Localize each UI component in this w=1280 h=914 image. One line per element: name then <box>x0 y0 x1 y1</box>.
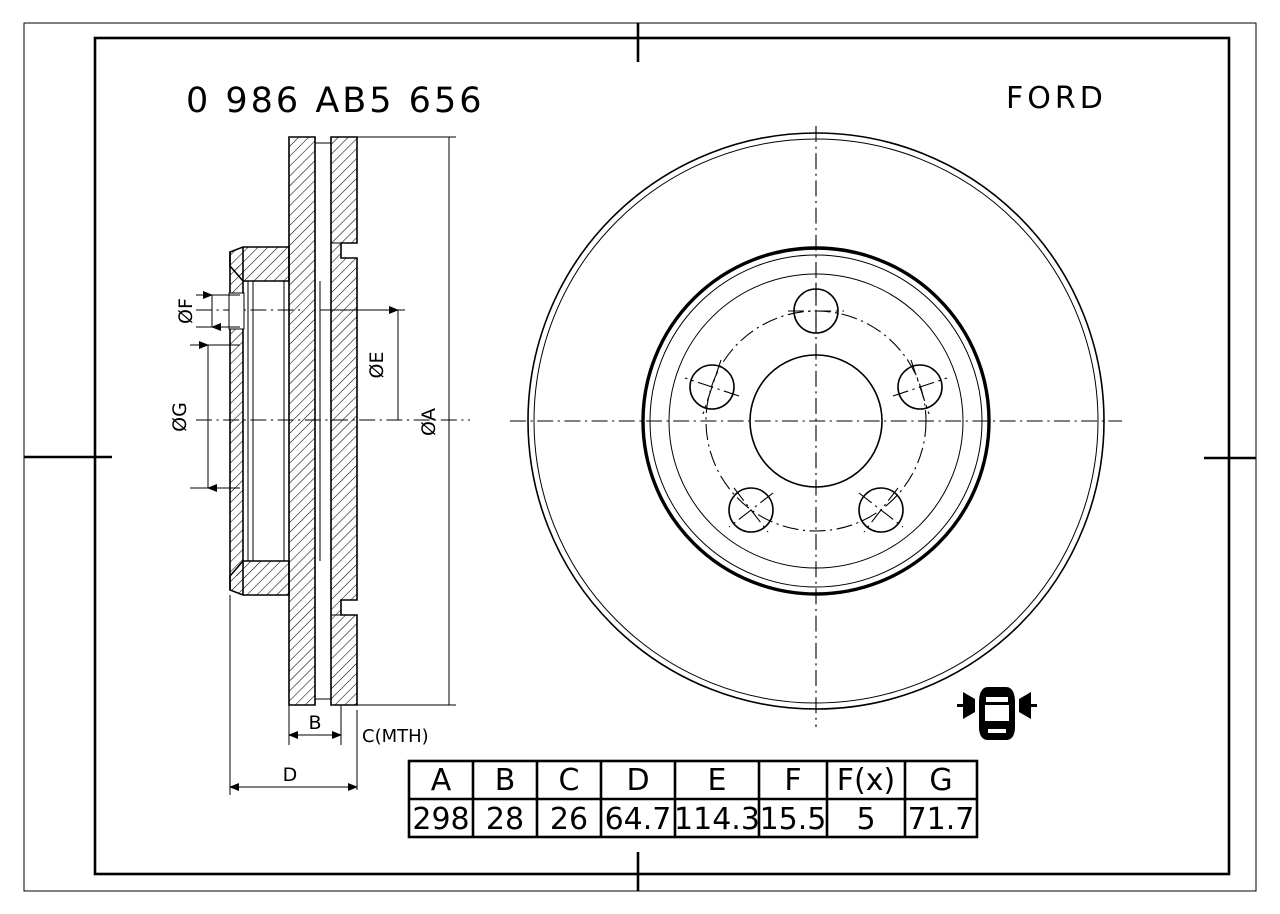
friction-ring-inner-circle <box>641 246 991 596</box>
spec-table-header-cell: E <box>708 763 727 798</box>
spec-table-header-cell: F <box>784 763 801 798</box>
dimension-diameter-e: ØE <box>320 306 405 420</box>
dimension-thickness-c: C(MTH) <box>356 710 429 790</box>
front-view <box>510 126 1122 727</box>
spec-table-value-cell: 28 <box>486 802 524 837</box>
inboard-friction-ring <box>288 136 316 706</box>
dimension-label-depth-d: D <box>283 764 298 786</box>
spec-table-header-cell: A <box>431 763 452 798</box>
friction-ring-inner-circle-2 <box>649 254 983 588</box>
dimension-width-b: B <box>288 705 342 745</box>
spec-table-header-cell: C <box>559 763 580 798</box>
disc-outer-circle-inner <box>533 138 1099 704</box>
bolt-hole-2 <box>892 359 948 415</box>
front-axle-car-icon <box>957 687 1037 740</box>
dimension-label-diameter-g: ØG <box>169 402 191 432</box>
dimension-diameter-g: ØG <box>169 341 240 492</box>
hub-bell-section <box>228 246 321 596</box>
spec-table-header-cell: B <box>495 763 516 798</box>
cross-section-view <box>196 136 470 706</box>
dimension-label-thickness-c: C(MTH) <box>362 726 429 747</box>
disc-outer-circle <box>527 132 1105 710</box>
bolt-hole-4 <box>728 487 774 533</box>
part-number-label: 0 986 AB5 656 <box>186 81 484 121</box>
dimension-depth-d: D <box>229 595 358 795</box>
dimension-diameter-f: ØF <box>175 291 240 331</box>
spec-table-value-cell: 64.7 <box>605 802 672 837</box>
dimension-diameter-a: ØA <box>357 136 456 706</box>
hub-face-outer-circle <box>668 273 964 569</box>
bolt-hole-1 <box>788 283 844 339</box>
spec-table-value-cell: 26 <box>550 802 588 837</box>
ring-step-detail <box>331 242 341 616</box>
bolt-hole-3 <box>858 487 904 533</box>
spec-table-header-cell: D <box>626 763 649 798</box>
spec-table-header-cell: F(x) <box>837 763 895 798</box>
brand-label: FORD <box>1006 81 1107 116</box>
dimension-label-diameter-a: ØA <box>418 408 440 436</box>
vent-gap-lines <box>315 142 331 700</box>
spec-table-value-cell: 5 <box>856 802 875 837</box>
outboard-friction-ring <box>330 136 358 706</box>
spec-table-value-cell: 15.5 <box>760 802 827 837</box>
spec-table-value-cell: 114.3 <box>674 802 760 837</box>
dimension-label-width-b: B <box>308 712 321 734</box>
dimension-label-diameter-e: ØE <box>366 352 388 379</box>
dimension-label-diameter-f: ØF <box>175 298 197 324</box>
bolt-hole-5 <box>684 359 740 415</box>
spec-table: A 298 B 28 C 26 D 64.7 E 114.3 F 15.5 F(x) 5 G 71.7 <box>407 759 979 839</box>
center-bore-circle <box>749 354 883 488</box>
spec-table-header-cell: G <box>929 763 952 798</box>
spec-table-value-cell: 71.7 <box>908 802 975 837</box>
spec-table-value-cell: 298 <box>412 802 469 837</box>
sheet-border-inner <box>93 36 1231 876</box>
